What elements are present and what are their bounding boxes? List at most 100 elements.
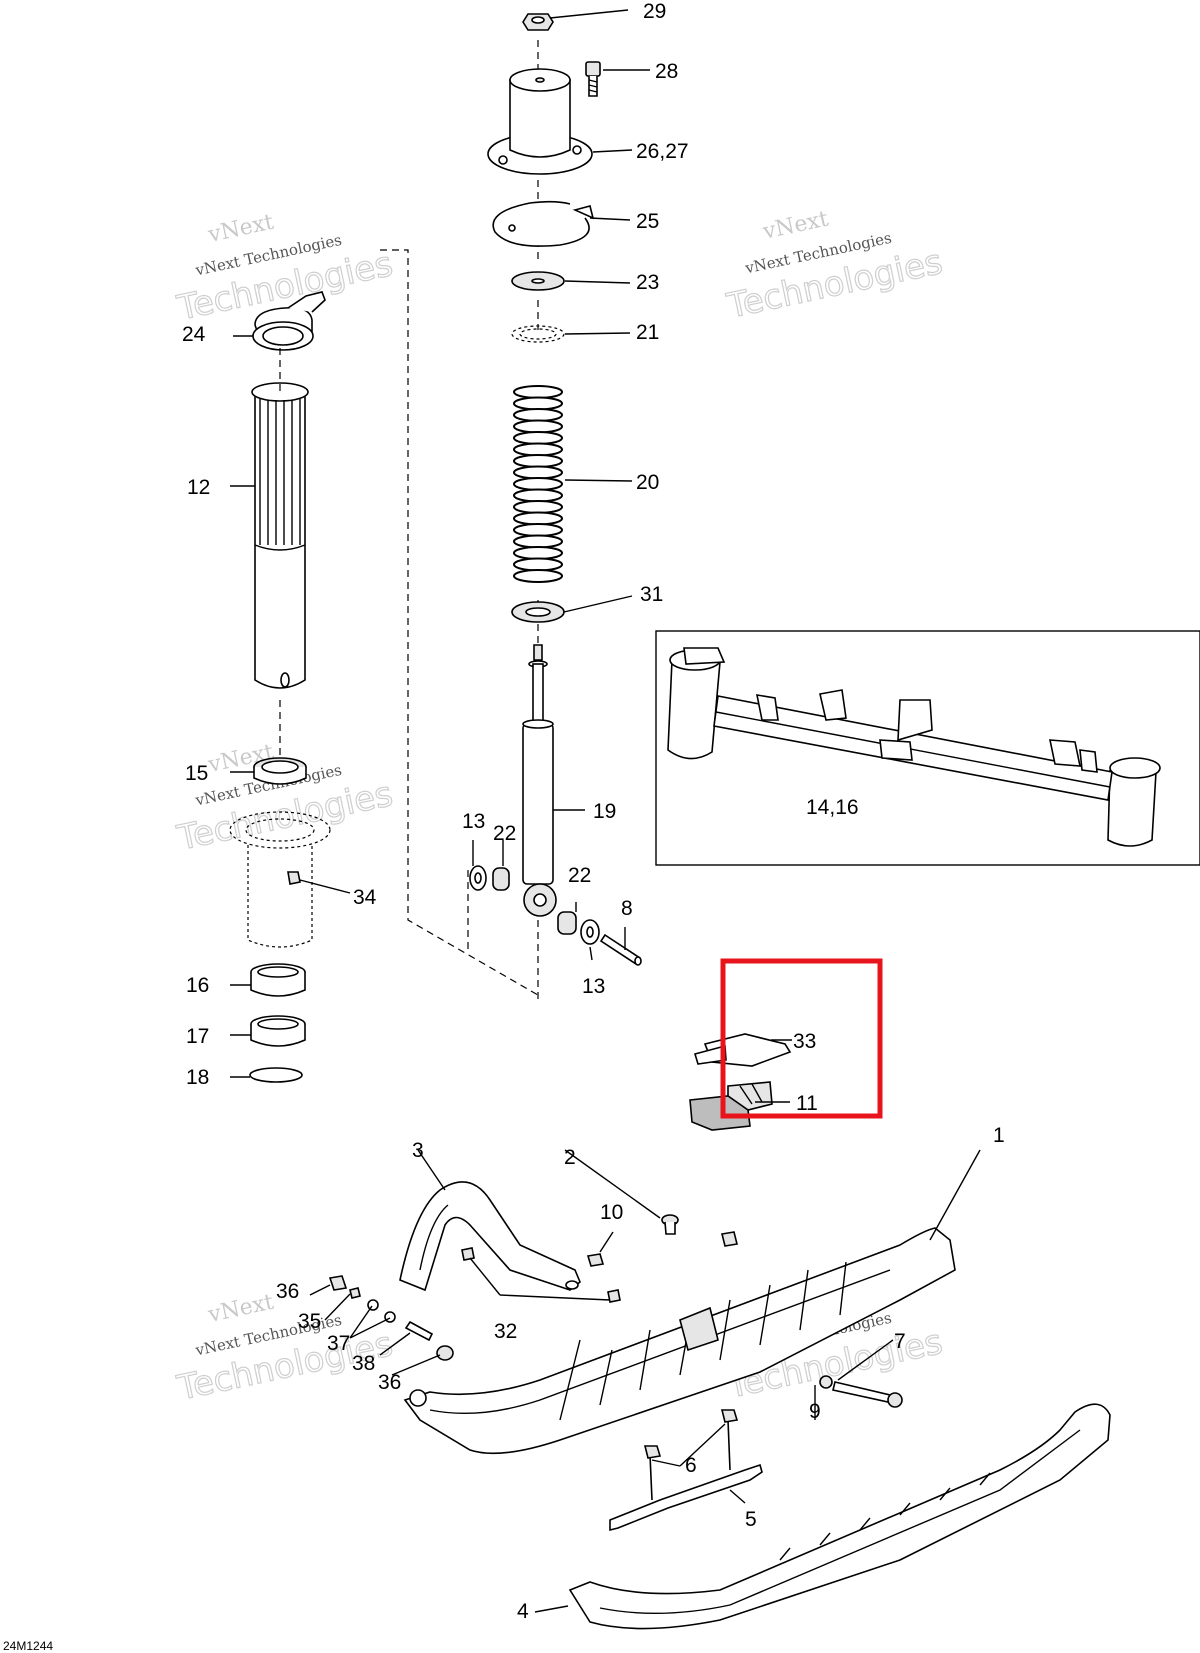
frame-inset bbox=[655, 630, 1200, 866]
callout-36-top: 36 bbox=[276, 1280, 299, 1303]
top-cap-26-27 bbox=[487, 68, 593, 175]
retaining-ring-21 bbox=[511, 325, 565, 343]
spring-coil bbox=[513, 419, 563, 434]
bushing-15 bbox=[253, 757, 307, 785]
bolt-7 bbox=[832, 1381, 903, 1408]
steering-arm-24 bbox=[252, 291, 326, 351]
callout-19: 19 bbox=[593, 800, 616, 823]
runner-5 bbox=[609, 1419, 763, 1532]
callout-12: 12 bbox=[187, 476, 210, 499]
spring-coil bbox=[513, 385, 563, 399]
callout-4: 4 bbox=[517, 1600, 529, 1623]
callout-35: 35 bbox=[298, 1310, 321, 1333]
callout-17: 17 bbox=[186, 1025, 209, 1048]
screw-28 bbox=[585, 61, 601, 97]
washer-31 bbox=[511, 601, 565, 623]
spindle-12 bbox=[251, 382, 309, 689]
svg-text:vNext: vNext bbox=[205, 1290, 276, 1328]
callout-1: 1 bbox=[993, 1124, 1005, 1147]
ski-bumper-11 bbox=[689, 1081, 773, 1131]
callout-3: 3 bbox=[412, 1139, 424, 1162]
callout-37: 37 bbox=[327, 1332, 350, 1355]
svg-text:vNext: vNext bbox=[205, 210, 276, 248]
bushing-stack-right bbox=[557, 911, 600, 945]
callout-13-bottom: 13 bbox=[582, 975, 605, 998]
spring-coil bbox=[513, 534, 563, 549]
callout-11: 11 bbox=[796, 1092, 818, 1115]
callout-34: 34 bbox=[353, 886, 377, 909]
bolt-2 bbox=[661, 1214, 679, 1235]
spindle-housing-ghost bbox=[229, 811, 331, 948]
callout-16: 16 bbox=[186, 974, 209, 997]
shock-absorber-19 bbox=[522, 644, 557, 917]
callout-18: 18 bbox=[186, 1066, 209, 1089]
spring-coil bbox=[513, 465, 563, 480]
callout-26-27: 26,27 bbox=[636, 140, 689, 163]
callout-8: 8 bbox=[621, 897, 633, 920]
runner-nuts-6 bbox=[643, 1409, 739, 1459]
spring-coil bbox=[513, 454, 563, 468]
spring-coil bbox=[513, 408, 563, 422]
spring-coil bbox=[513, 500, 563, 514]
callout-7: 7 bbox=[894, 1330, 906, 1353]
bushing-stack-left bbox=[469, 865, 510, 891]
watermark-mid-left: vNext vNext Technologies Technologies bbox=[173, 740, 397, 860]
svg-text:vNext: vNext bbox=[760, 207, 831, 245]
callout-13-top: 13 bbox=[462, 810, 485, 833]
grease-fitting-34 bbox=[287, 871, 301, 885]
callout-23: 23 bbox=[636, 271, 659, 294]
figure-id: 24M1244 bbox=[3, 1639, 53, 1653]
nut-29 bbox=[522, 13, 554, 31]
wear-plate-33 bbox=[693, 1033, 792, 1067]
callout-38: 38 bbox=[352, 1352, 375, 1375]
callout-28: 28 bbox=[655, 60, 678, 83]
callout-25: 25 bbox=[636, 210, 659, 233]
callout-22-left: 22 bbox=[493, 822, 516, 845]
spring-coil bbox=[513, 431, 563, 445]
callout-10: 10 bbox=[600, 1201, 623, 1224]
bushing-16 bbox=[250, 963, 306, 997]
spring-coil bbox=[513, 569, 563, 583]
washer-23 bbox=[511, 271, 565, 291]
callout-9: 9 bbox=[809, 1400, 821, 1423]
callout-5: 5 bbox=[745, 1508, 757, 1531]
spring-20 bbox=[513, 385, 563, 583]
callout-20: 20 bbox=[636, 471, 659, 494]
callout-32: 32 bbox=[494, 1320, 517, 1343]
nut-10 bbox=[586, 1253, 605, 1267]
spring-coil bbox=[513, 557, 563, 572]
callout-33: 33 bbox=[793, 1030, 816, 1053]
callout-6: 6 bbox=[685, 1454, 697, 1477]
circlip-18 bbox=[249, 1067, 303, 1083]
spring-coil bbox=[513, 546, 563, 560]
callout-36-bottom: 36 bbox=[378, 1371, 401, 1394]
ski-handle-3 bbox=[399, 1181, 581, 1292]
callout-22-right: 22 bbox=[568, 864, 591, 887]
spring-coil bbox=[513, 477, 563, 491]
callout-31: 31 bbox=[640, 583, 663, 606]
highlight-box bbox=[720, 958, 883, 1119]
spring-coil bbox=[513, 511, 563, 526]
spring-coil bbox=[513, 396, 563, 411]
assembly-guide-line bbox=[380, 249, 539, 996]
callout-14-16: 14,16 bbox=[806, 796, 859, 819]
watermark-top-left: vNext vNext Technologies Technologies bbox=[173, 210, 397, 330]
callout-2: 2 bbox=[564, 1146, 576, 1169]
spring-coil bbox=[513, 523, 563, 537]
bushing-17 bbox=[250, 1015, 306, 1047]
bolt-8 bbox=[599, 933, 642, 966]
callout-29: 29 bbox=[643, 0, 666, 23]
hardware-35-38 bbox=[328, 1275, 454, 1361]
spring-coil bbox=[513, 442, 563, 457]
watermark-top-right: vNext vNext Technologies Technologies bbox=[722, 207, 946, 328]
ski-runner-base-4 bbox=[568, 1403, 1111, 1630]
callout-24: 24 bbox=[182, 323, 206, 346]
washer-9 bbox=[819, 1375, 833, 1389]
leader-lines bbox=[230, 9, 981, 1613]
ski-body-1 bbox=[403, 1227, 956, 1455]
callout-21: 21 bbox=[636, 321, 659, 344]
nut-right-1 bbox=[721, 1231, 738, 1247]
callout-15: 15 bbox=[185, 762, 208, 785]
spring-coil bbox=[513, 488, 563, 503]
